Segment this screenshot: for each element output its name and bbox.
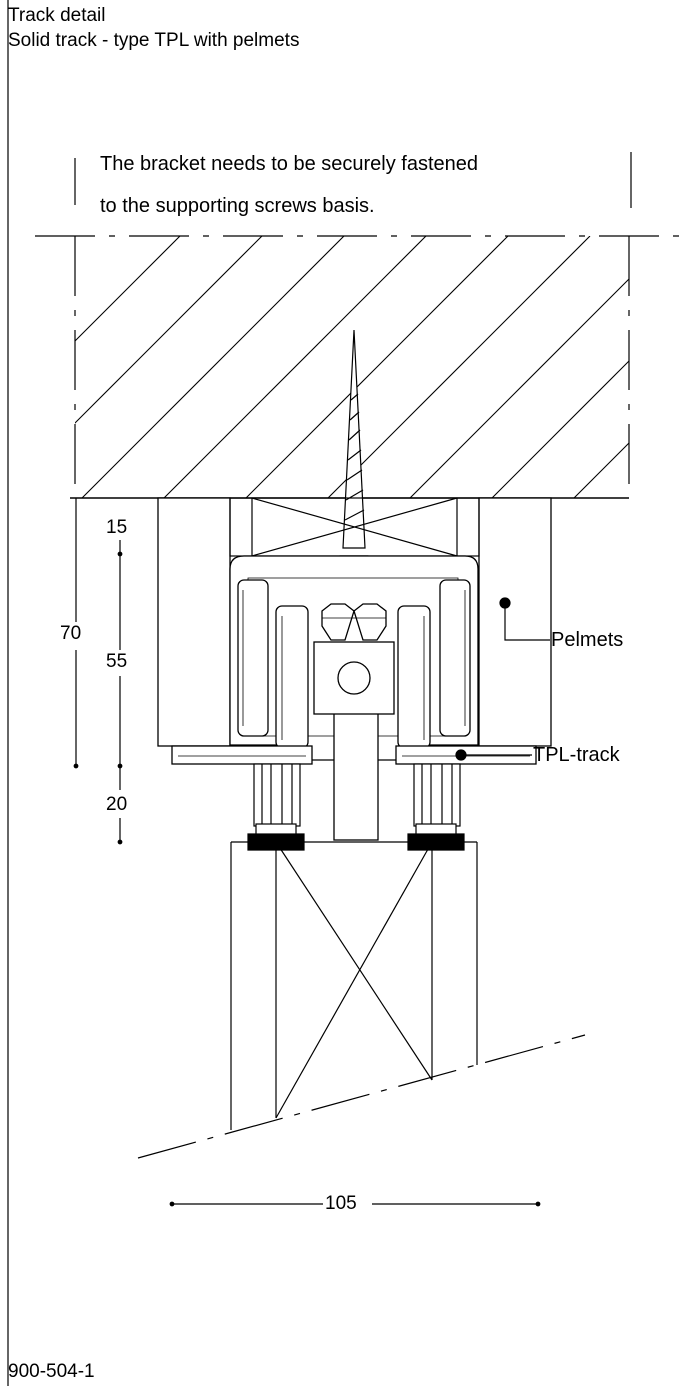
pelmet-left [157, 497, 231, 747]
drawing-title: Track detail [8, 5, 106, 26]
sliding-panel [230, 841, 478, 1130]
note-line-1: The bracket needs to be securely fastene… [100, 153, 479, 175]
callout-pelmets: Pelmets [551, 629, 624, 651]
dim-bottom-gap: 20 [106, 794, 128, 815]
runner-left [247, 763, 305, 851]
dimension-horizontal [169, 1201, 541, 1207]
note-line-2: to the supporting screws basis. [100, 195, 375, 217]
mounting-bracket [229, 497, 480, 557]
drawing-number: 900-504-1 [8, 1361, 95, 1382]
callout-track: TPL-track [533, 744, 620, 766]
dim-overall-height: 70 [60, 623, 82, 644]
dim-width: 105 [325, 1193, 357, 1214]
ceiling-section [35, 235, 680, 499]
floor-break-line [137, 1034, 586, 1159]
runner-right [407, 763, 465, 851]
dimension-vertical [73, 498, 123, 845]
dim-top-gap: 15 [106, 517, 128, 538]
pelmet-right [478, 497, 552, 747]
ceiling-hatch [75, 236, 629, 498]
dim-track-height: 55 [106, 651, 128, 672]
drawing-subtitle: Solid track - type TPL with pelmets [8, 30, 300, 51]
callout-leaders [455, 597, 550, 761]
spindle-nut [313, 603, 395, 841]
